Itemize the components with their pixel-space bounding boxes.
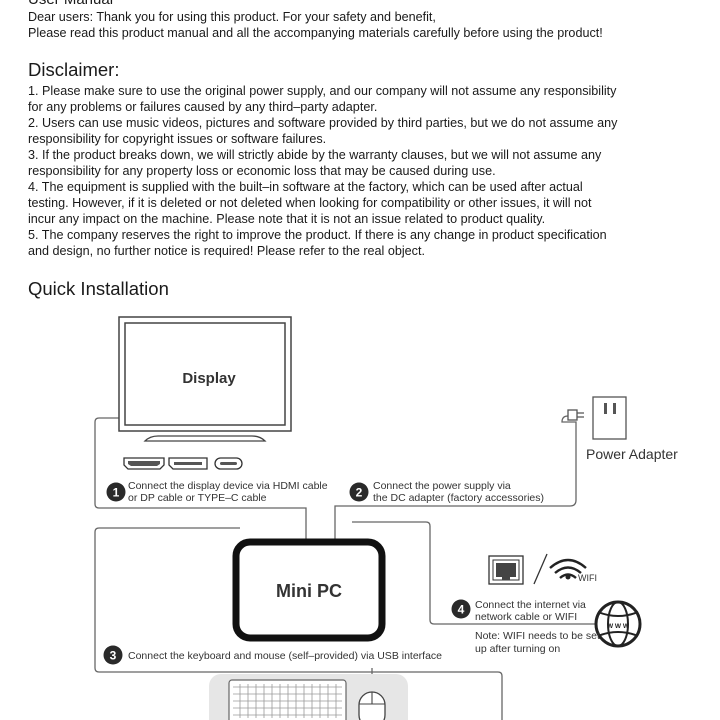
display-label: Display [182,370,236,387]
usb-cable-line [94,527,503,720]
wifi-icon [549,558,587,580]
step-1-badge [106,482,126,502]
quick-installation-heading: Quick Installation [28,278,169,299]
power-cable-line [334,415,577,540]
step-1-text-line: or DP cable or TYPE–C cable [128,492,267,504]
disclaimer-line: testing. However, if it is deleted or no… [28,196,592,210]
network-cable-line [352,521,596,625]
step-3-number: 3 [110,649,117,663]
divider-slash [533,553,548,585]
disclaimer-list: 1. Please make sure to use the original … [28,83,708,259]
step-3-badge [103,645,123,665]
step-1: 1 Connect the display device via HDMI ca… [106,480,328,504]
step-2-badge [349,482,369,502]
disclaimer-line: responsibility for copyright issues or s… [28,132,327,146]
step-2: 2 Connect the power supply via the DC ad… [349,480,544,504]
type-c-port-icon [214,457,243,470]
step-2-text-line: Connect the power supply via [373,480,511,492]
display-cable-line [94,417,307,540]
disclaimer-line: 1. Please make sure to use the original … [28,84,617,98]
step-3: 3 Connect the keyboard and mouse (self–p… [103,645,442,665]
disclaimer-line: 3. If the product breaks down, we will s… [28,148,602,162]
step-4: 4 Connect the internet via network cable… [451,599,600,655]
disclaimer-line: for any problems or failures caused by a… [28,100,378,114]
globe-label: W W W [607,623,630,630]
disclaimer-line: 2. Users can use music videos, pictures … [28,116,618,130]
step-2-number: 2 [356,486,363,500]
hdmi-port-icon [123,457,165,470]
display-monitor: Display [118,316,292,442]
power-adapter-icon [567,396,627,440]
mini-pc: Mini PC [232,538,386,642]
disclaimer-line: 4. The equipment is supplied with the bu… [28,180,583,194]
connection-lines [94,415,596,720]
intro-line: Dear users: Thank you for using this pro… [28,10,436,24]
intro-text: Dear users: Thank you for using this pro… [28,9,708,41]
wifi-note-line: up after turning on [475,643,560,655]
step-4-number: 4 [458,603,465,617]
disclaimer-line: 5. The company reserves the right to imp… [28,228,607,242]
disclaimer-line: incur any impact on the machine. Please … [28,212,546,226]
step-4-text-line: Connect the internet via [475,599,586,611]
globe-www-icon: W W W [594,600,642,648]
step-1-number: 1 [113,486,120,500]
step-4-text-line: network cable or WIFI [475,611,577,623]
disclaimer-line: responsibility for any property loss or … [28,164,496,178]
manual-title-clipped: User Manual [28,0,113,9]
disclaimer-line: and design, no further notice is require… [28,244,425,258]
displayport-icon [168,457,208,470]
step-1-text-line: Connect the display device via HDMI cabl… [128,480,328,492]
step-2-text-line: the DC adapter (factory accessories) [373,492,544,504]
disclaimer-heading: Disclaimer: [28,59,120,80]
step-3-text-line: Connect the keyboard and mouse (self–pro… [128,650,442,662]
keyboard-mouse-icon [209,674,408,720]
mini-pc-label: Mini PC [276,581,342,601]
wifi-label: WIFI [578,573,597,583]
wifi-note-line: Note: WIFI needs to be set [475,630,600,642]
step-4-badge [451,599,471,619]
ethernet-port-icon [488,555,524,585]
intro-line: Please read this product manual and all … [28,26,603,40]
power-adapter-label: Power Adapter [586,446,678,462]
